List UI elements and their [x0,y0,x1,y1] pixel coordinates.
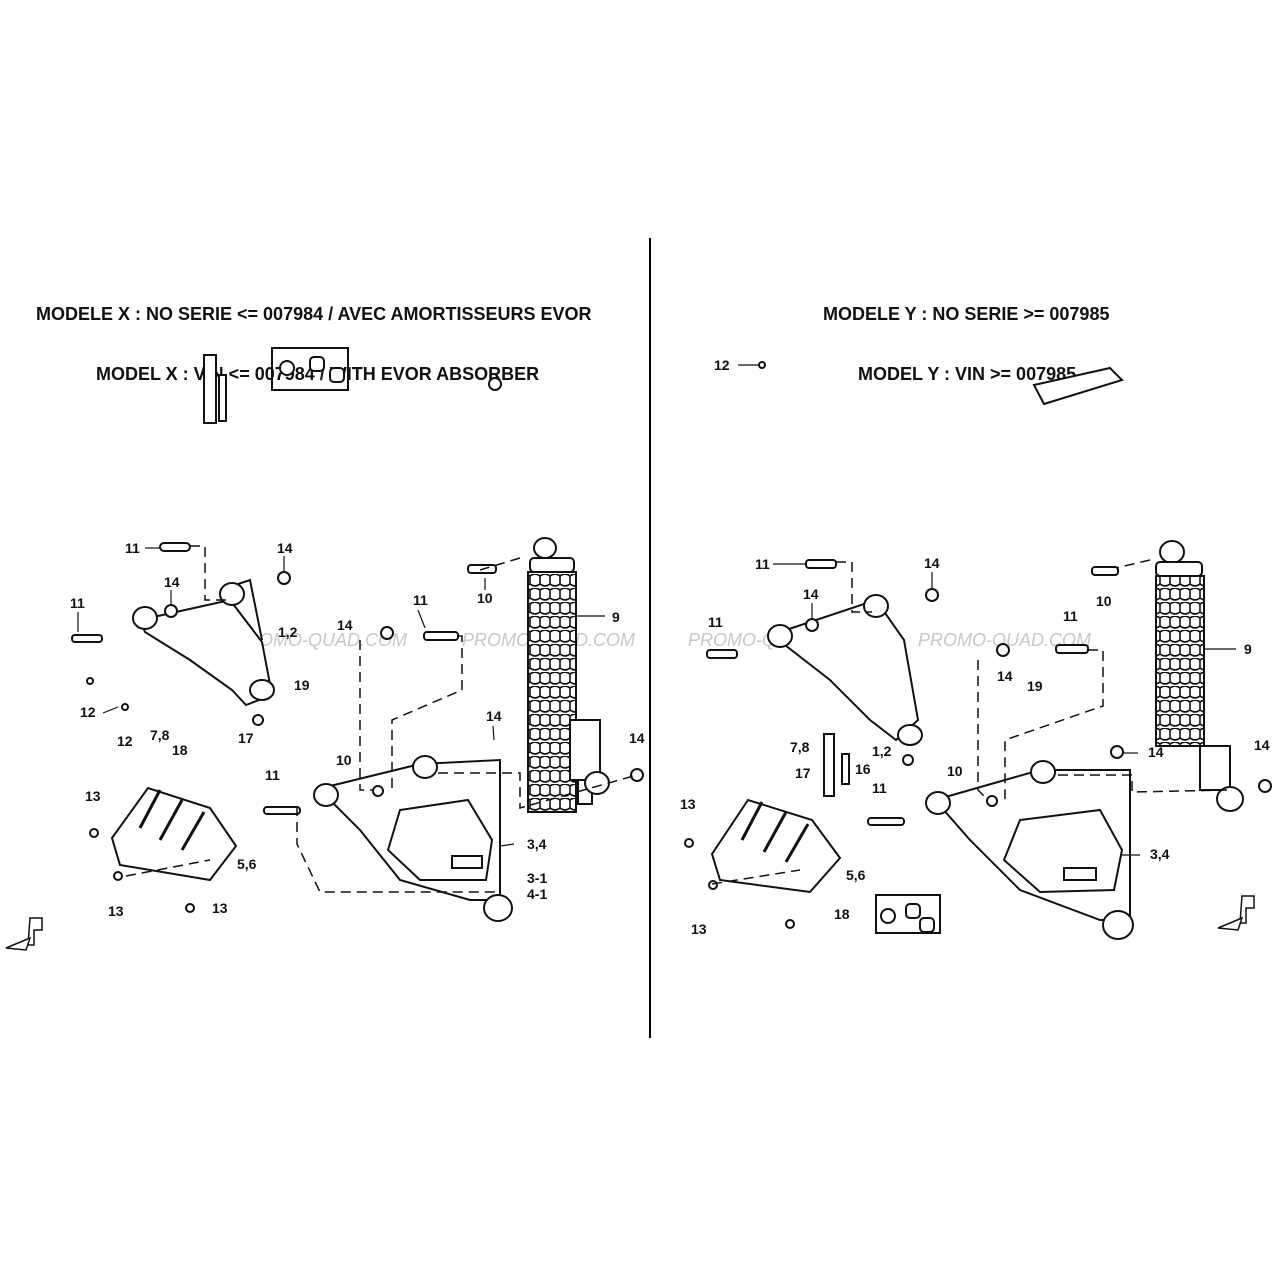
left-lower-a-arm [313,755,513,922]
callout-label: 11 [70,595,85,611]
callout-label: 5,6 [237,856,257,872]
front-arrow-icon-right [1217,895,1255,931]
left-skid-plate [110,786,238,882]
callout-label: 11 [708,614,723,630]
right-callouts: 11 14 14 11 10 11 14 9 1,2 19 12 7,8 17 … [680,357,1270,937]
watermark-text-4: PROMO-QUAD.COM [918,630,1091,650]
right-skid-plate [710,798,842,894]
callout-label: 3,4 [1150,846,1170,862]
callout-label: 11 [125,540,140,556]
callout-label: 1,2 [872,743,892,759]
callout-label: 11 [1063,608,1078,624]
right-assembly-lines [711,559,1231,885]
right-shock-absorber [1155,540,1244,812]
callout-label: 13 [212,900,228,916]
left-shock-absorber [527,537,610,813]
callout-label: 14 [1254,737,1270,753]
left-callouts: 11 14 14 11 1,2 14 11 10 9 19 12 12 7,8 … [70,540,645,919]
left-upper-a-arm [132,578,275,726]
left-title-fr: MODELE X : NO SERIE <= 007984 / AVEC AMO… [36,304,592,324]
callout-label: 1,2 [278,624,298,640]
callout-label: 4-1 [527,886,547,902]
callout-label: 18 [172,742,188,758]
callout-label: 14 [803,586,819,602]
callout-label: 11 [755,556,770,572]
callout-label: 14 [277,540,293,556]
callout-label: 3-1 [527,870,547,886]
front-arrow-icon-left [5,917,43,951]
callout-label: 17 [795,765,811,781]
callout-label: 13 [85,788,101,804]
right-title-en: MODEL Y : VIN >= 007985 [858,364,1077,384]
panel-divider [649,238,651,1038]
callout-label: 7,8 [790,739,810,755]
callout-label: 12 [80,704,96,720]
callout-label: 7,8 [150,727,170,743]
callout-label: 14 [337,617,353,633]
callout-label: 18 [834,906,850,922]
right-title-fr: MODELE Y : NO SERIE >= 007985 [823,304,1110,324]
callout-label: 13 [680,796,696,812]
callout-label: 9 [1244,641,1252,657]
leader-lines [77,364,1236,856]
right-small-parts [684,361,1272,934]
right-upper-a-arm [767,594,923,766]
callout-label: 13 [108,903,124,919]
callout-label: 12 [714,357,730,373]
callout-label: 3,4 [527,836,547,852]
callout-label: 14 [1148,744,1164,760]
callout-label: 10 [947,763,963,779]
watermark-text-1: PROMO-QUAD.COM [234,630,407,650]
callout-label: 19 [1027,678,1043,694]
callout-label: 11 [265,767,280,783]
callout-label: 13 [691,921,707,937]
callout-label: 9 [612,609,620,625]
callout-label: 14 [486,708,502,724]
callout-label: 11 [872,780,887,796]
callout-label: 10 [1096,593,1112,609]
left-assembly-lines [125,545,638,893]
callout-label: 14 [997,668,1013,684]
callout-label: 14 [164,574,180,590]
callout-label: 14 [629,730,645,746]
callout-label: 14 [924,555,940,571]
callout-label: 19 [294,677,310,693]
callout-label: 17 [238,730,254,746]
callout-label: 5,6 [846,867,866,883]
callout-label: 16 [855,761,871,777]
callout-label: 10 [477,590,493,606]
left-assembly [71,347,644,922]
right-lower-a-arm [925,760,1134,940]
callout-label: 12 [117,733,133,749]
watermark-group: PROMO-QUAD.COM PROMO-QUAD.COM PROMO-QUAD… [234,630,1091,650]
callout-label: 10 [336,752,352,768]
left-small-parts [71,347,644,913]
callout-label: 11 [413,592,428,608]
right-assembly [684,361,1272,940]
